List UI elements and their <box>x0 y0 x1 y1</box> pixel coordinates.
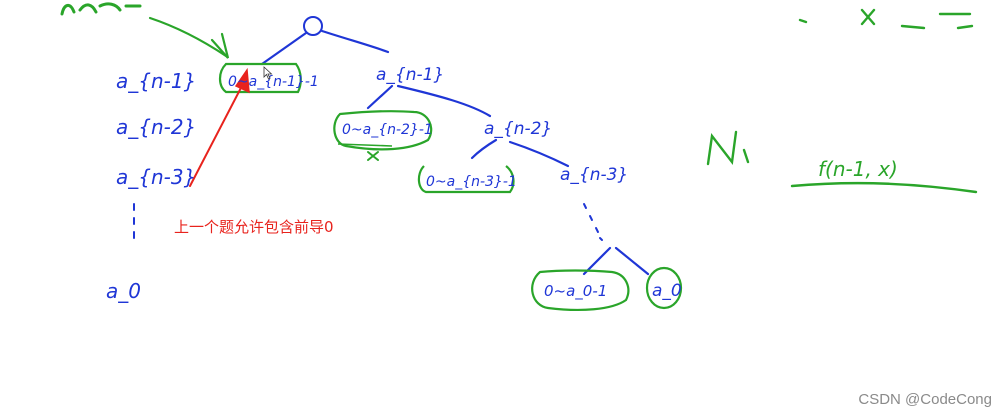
csdn-watermark: CSDN @CodeCong <box>858 391 992 408</box>
leaf-bracket-level-3 <box>417 165 515 194</box>
node-text-an-3: a_{n-3} <box>560 165 628 185</box>
edge-an2-left <box>470 138 498 160</box>
green-tick-line-1 <box>337 143 393 147</box>
right-n-stroke <box>706 130 750 166</box>
edge-a1-right <box>614 246 650 276</box>
mouse-cursor-icon <box>263 66 273 80</box>
leaf-bracket-level-2 <box>333 110 433 151</box>
leaf-text-level-1: 0~a_{n-1}-1 <box>228 74 319 90</box>
label-an-2: a_{n-2} <box>116 115 196 139</box>
edge-root-left <box>260 31 308 66</box>
node-text-an-1: a_{n-1} <box>376 65 444 85</box>
tree-diagonal-dots <box>583 203 603 241</box>
leaf-text-level-4: 0~a_0-1 <box>544 282 607 301</box>
leaf-bracket-level-4 <box>531 269 630 312</box>
red-arrow-head <box>234 67 250 94</box>
node-text-a0: a_0 <box>652 281 682 301</box>
edge-root-right <box>320 29 390 54</box>
red-annotation-text: 上一个题允许包含前导0 <box>174 218 334 236</box>
edge-an1-left <box>366 84 394 110</box>
edge-an1-right <box>396 84 492 118</box>
green-scribble-top-right <box>798 8 974 30</box>
final-node-circle <box>645 266 683 310</box>
right-function-label: f(n-1, x) <box>818 157 898 181</box>
root-node <box>303 16 323 36</box>
red-annotation-arrow <box>189 81 245 187</box>
node-text-an-2: a_{n-2} <box>484 119 552 139</box>
right-underline <box>790 181 978 194</box>
label-an-1: a_{n-1} <box>116 69 196 93</box>
green-scribble-top-left <box>60 2 142 16</box>
green-cross-mark-1 <box>367 151 379 161</box>
green-pointer-arrow <box>148 16 228 58</box>
label-an-3: a_{n-3} <box>116 165 196 189</box>
label-a0: a_0 <box>106 279 141 303</box>
leaf-bracket-level-1 <box>218 62 302 94</box>
leaf-text-level-3: 0~a_{n-3}-1 <box>426 174 517 190</box>
green-arrow-head <box>210 32 230 59</box>
edge-an2-right <box>508 140 570 168</box>
leaf-text-level-2: 0~a_{n-2}-1 <box>342 122 433 138</box>
